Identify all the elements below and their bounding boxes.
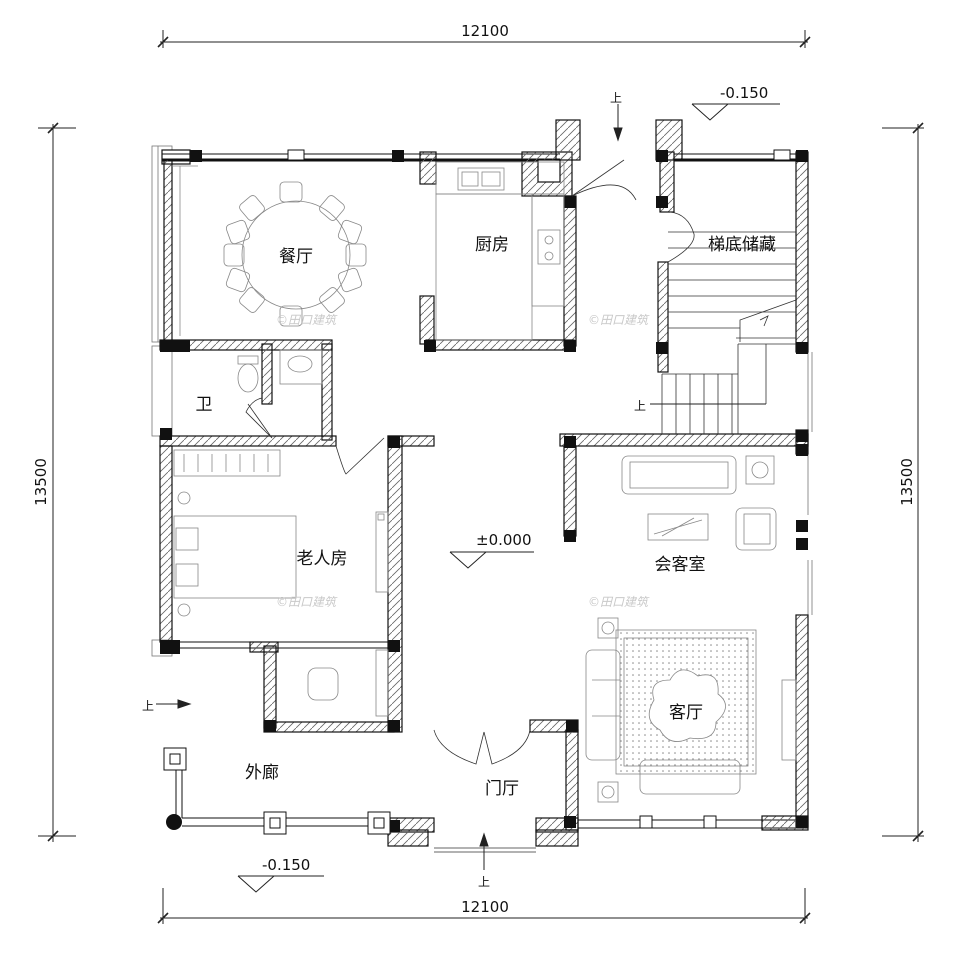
watermark-3: ©田口建筑 [276,595,338,609]
watermark-1: ©田口建筑 [276,313,338,327]
level-main-label: ±0.000 [476,531,532,549]
room-label-foyer: 门厅 [485,779,519,799]
room-label-stair-storage: 梯底储藏 [708,235,776,255]
level-entry-top-label: -0.150 [720,84,768,102]
level-mark-entry-top [691,103,780,121]
watermark-4: ©田口建筑 [588,595,650,609]
dimension-bottom-label: 12100 [461,898,509,916]
elder-room-furniture [173,449,389,717]
up-label-top: 上 [610,91,622,105]
dimension-left-label: 13500 [32,458,50,506]
up-arrow-top [613,104,623,142]
dimension-top-label: 12100 [461,22,509,40]
level-mark-entry-bottom [237,875,324,893]
room-label-dining: 餐厅 [279,247,313,267]
room-label-veranda: 外廊 [245,763,279,783]
room-label-bathroom: 卫 [196,395,213,415]
level-mark-main [449,551,534,569]
bathroom-fixtures [237,349,323,393]
columns [160,150,808,832]
kitchen-fixtures [435,161,565,341]
room-label-elder-room: 老人房 [297,549,348,569]
dimension-right [882,122,924,842]
veranda-posts [163,149,791,835]
up-arrow-foyer [479,832,489,870]
dimension-bottom [157,888,811,924]
room-label-kitchen: 厨房 [475,235,509,255]
up-label-stair: 上 [634,399,646,413]
dimension-top [157,30,811,48]
up-label-veranda: 上 [142,699,154,713]
watermark-2: ©田口建筑 [588,313,650,327]
up-label-foyer: 上 [478,875,490,889]
dimension-right-label: 13500 [898,458,916,506]
level-entry-bottom-label: -0.150 [262,856,310,874]
reception-furniture [621,455,777,551]
up-arrow-veranda [156,699,192,709]
dimension-left [38,122,76,842]
room-label-living: 客厅 [669,703,703,723]
dining-table [172,165,367,336]
room-label-reception: 会客室 [655,555,706,575]
doors [245,159,637,853]
outer-outline [151,145,813,657]
living-furniture [585,617,797,803]
